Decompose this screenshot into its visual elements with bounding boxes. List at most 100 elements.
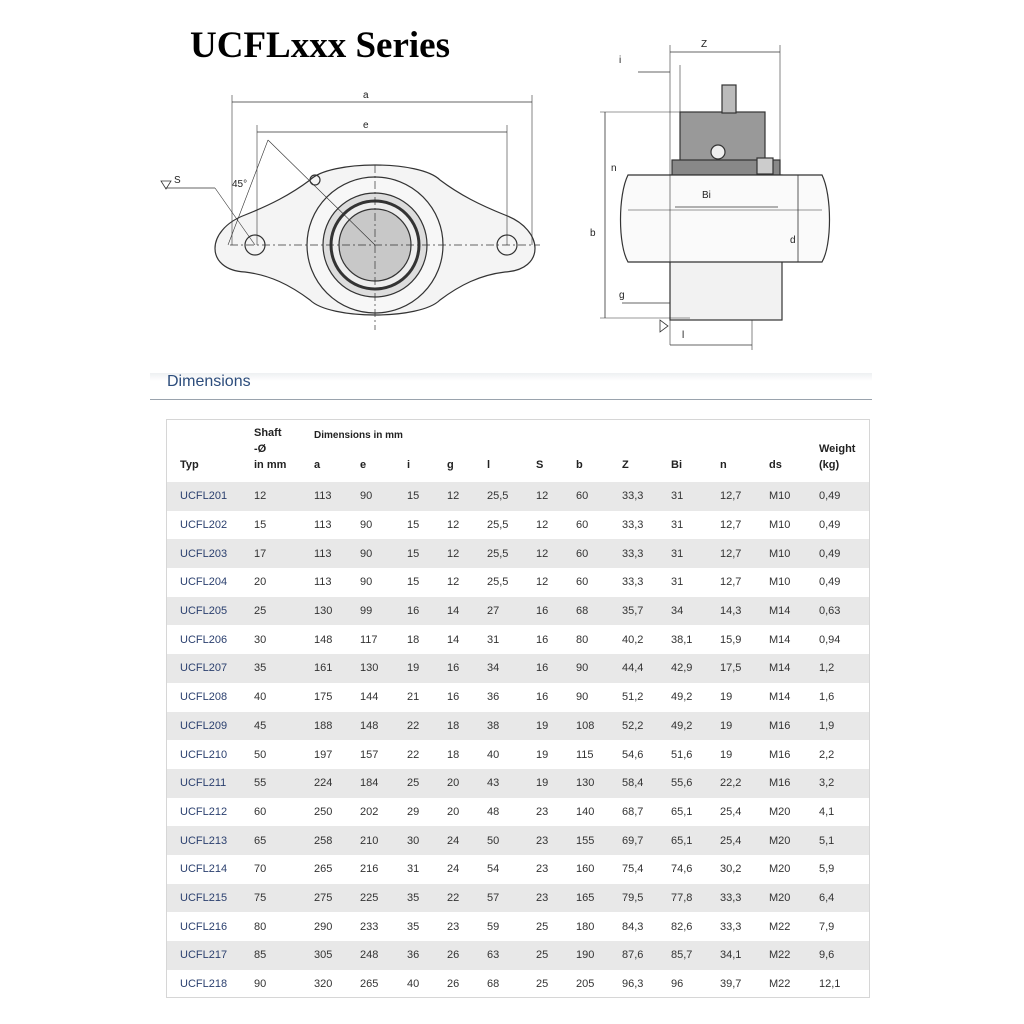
cell-g: 12 bbox=[447, 519, 460, 532]
cell-e: 248 bbox=[360, 941, 407, 970]
cell-z: 33,3 bbox=[622, 576, 644, 589]
cell-shaft: 55 bbox=[254, 768, 314, 798]
header-b: b bbox=[576, 459, 583, 471]
dim-label-s: S bbox=[174, 175, 181, 186]
cell-b: 68 bbox=[576, 596, 622, 626]
cell-e: 99 bbox=[360, 596, 407, 626]
cell-l: 68 bbox=[487, 978, 500, 991]
cell-b: 165 bbox=[576, 883, 622, 913]
cell-a: 320 bbox=[314, 978, 333, 991]
cell-shaft: 85 bbox=[254, 941, 314, 970]
cell-ds: M14 bbox=[769, 633, 791, 646]
header-group-dimensions: Dimensions in mm bbox=[314, 430, 403, 441]
cell-shaft: 12 bbox=[254, 482, 314, 511]
cell-shaft: 90 bbox=[254, 978, 267, 991]
cell-a: 113 bbox=[314, 482, 360, 511]
cell-e: 233 bbox=[360, 920, 379, 933]
cell-n: 34,1 bbox=[720, 941, 769, 970]
cell-n: 19 bbox=[720, 711, 769, 741]
cell-s: 12 bbox=[536, 576, 549, 589]
cell-g: 12 bbox=[447, 539, 487, 569]
cell-a: 290 bbox=[314, 920, 333, 933]
cell-shaft: 70 bbox=[254, 863, 267, 876]
cell-i: 30 bbox=[407, 826, 447, 855]
cell-s: 19 bbox=[536, 711, 576, 741]
dim-label-a: a bbox=[363, 90, 369, 101]
cell-g: 14 bbox=[447, 633, 460, 646]
cell-ds: M14 bbox=[769, 654, 819, 683]
cell-bi: 96 bbox=[671, 978, 684, 991]
cell-e: 90 bbox=[360, 519, 373, 532]
cell-weight: 5,1 bbox=[819, 826, 869, 855]
cell-bi: 51,6 bbox=[671, 748, 693, 761]
cell-typ: UCFL204 bbox=[180, 576, 228, 589]
cell-z: 69,7 bbox=[622, 826, 671, 855]
cell-typ: UCFL218 bbox=[180, 978, 228, 991]
cell-e: 225 bbox=[360, 883, 407, 913]
cell-i: 18 bbox=[407, 633, 420, 646]
dim-label-z: Z bbox=[701, 39, 707, 50]
cell-e: 90 bbox=[360, 576, 373, 589]
cell-z: 58,4 bbox=[622, 768, 671, 798]
header-g: g bbox=[447, 459, 454, 471]
cell-n: 22,2 bbox=[720, 768, 769, 798]
header-weight: Weight(kg) bbox=[819, 443, 856, 471]
cell-weight: 12,1 bbox=[819, 978, 841, 991]
cell-a: 250 bbox=[314, 805, 333, 818]
cell-typ: UCFL217 bbox=[167, 941, 254, 970]
cell-g: 23 bbox=[447, 920, 460, 933]
cell-l: 27 bbox=[487, 596, 536, 626]
cell-shaft: 17 bbox=[254, 539, 314, 569]
cell-s: 16 bbox=[536, 633, 549, 646]
cell-weight: 1,6 bbox=[819, 691, 835, 704]
cell-shaft: 35 bbox=[254, 654, 314, 683]
cell-ds: M20 bbox=[769, 883, 819, 913]
cell-g: 24 bbox=[447, 826, 487, 855]
cell-e: 90 bbox=[360, 482, 407, 511]
cell-z: 54,6 bbox=[622, 748, 644, 761]
cell-e: 184 bbox=[360, 768, 407, 798]
cell-l: 38 bbox=[487, 711, 536, 741]
cell-ds: M22 bbox=[769, 941, 819, 970]
cell-ds: M22 bbox=[769, 920, 791, 933]
cell-z: 33,3 bbox=[622, 482, 671, 511]
cell-g: 26 bbox=[447, 941, 487, 970]
cell-i: 25 bbox=[407, 768, 447, 798]
cell-i: 16 bbox=[407, 596, 447, 626]
cell-s: 12 bbox=[536, 539, 576, 569]
cell-l: 57 bbox=[487, 883, 536, 913]
cell-shaft: 50 bbox=[254, 748, 267, 761]
bearing-technical-drawing: a e S 45° Z i n b Bi d g l bbox=[160, 39, 831, 350]
cell-l: 63 bbox=[487, 941, 536, 970]
cell-ds: M16 bbox=[769, 748, 791, 761]
page-title: UCFLxxx Series bbox=[190, 25, 450, 66]
cell-a: 188 bbox=[314, 711, 360, 741]
cell-i: 22 bbox=[407, 711, 447, 741]
cell-shaft: 30 bbox=[254, 633, 267, 646]
cell-weight: 2,2 bbox=[819, 748, 835, 761]
header-ds: ds bbox=[769, 459, 782, 471]
dim-label-bi: Bi bbox=[702, 190, 711, 201]
cell-n: 17,5 bbox=[720, 654, 769, 683]
cell-z: 79,5 bbox=[622, 883, 671, 913]
cell-l: 43 bbox=[487, 768, 536, 798]
cell-ds: M22 bbox=[769, 978, 791, 991]
cell-b: 90 bbox=[576, 654, 622, 683]
cell-i: 35 bbox=[407, 920, 420, 933]
cell-weight: 9,6 bbox=[819, 941, 869, 970]
cell-a: 258 bbox=[314, 826, 360, 855]
cell-s: 12 bbox=[536, 482, 576, 511]
cell-ds: M14 bbox=[769, 596, 819, 626]
dim-label-i: i bbox=[619, 55, 621, 66]
cell-bi: 77,8 bbox=[671, 883, 720, 913]
cell-n: 19 bbox=[720, 691, 733, 704]
cell-s: 23 bbox=[536, 805, 549, 818]
